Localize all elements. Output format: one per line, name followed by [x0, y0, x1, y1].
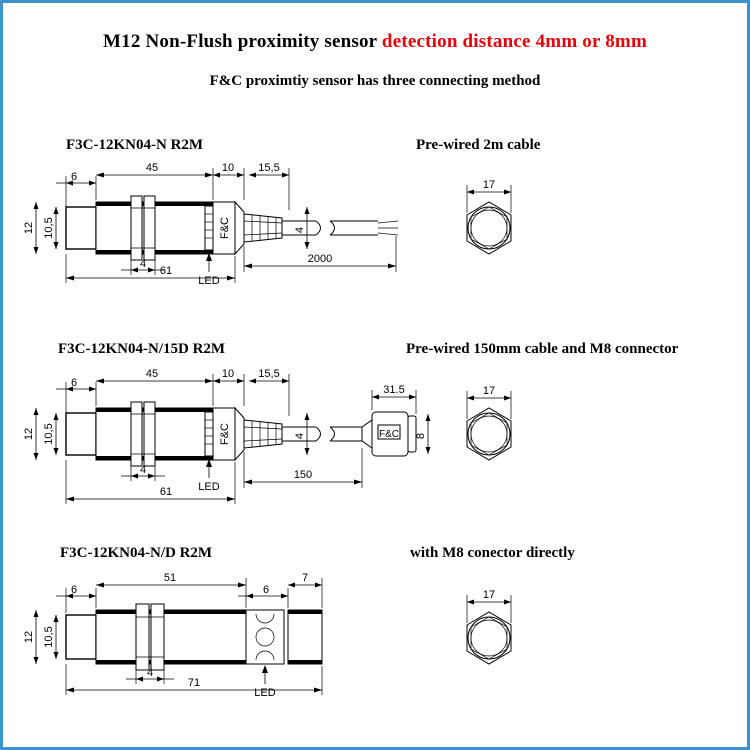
dim-hex-1: 17: [483, 179, 495, 191]
hex-nut-circle-outer-2: [467, 412, 511, 456]
dim-nut-width-3: 4: [147, 667, 153, 679]
sensing-head-3: [65, 614, 97, 660]
dim-connector-len: 31.5: [383, 384, 404, 396]
end-cap-3: [287, 609, 323, 665]
nut-2-3: [150, 603, 165, 671]
dim-body-len: 45: [146, 162, 158, 174]
hex-nut-circle-inner-1: [470, 209, 508, 247]
dim-tail-len: 10: [222, 162, 234, 174]
end-cap-hatch-bottom: [288, 660, 322, 664]
hex-nut-circle-inner-2: [470, 415, 508, 453]
dim-inner-dia-3: 10,5: [43, 626, 55, 647]
nut-2: [143, 195, 156, 261]
dim-head-len: 6: [71, 171, 77, 183]
nut-2-2: [143, 401, 156, 467]
brand-label-2: F&C: [219, 423, 231, 445]
dim-relief-len: 15,5: [258, 162, 279, 174]
connector-label-plate: [377, 424, 401, 440]
page-title-plain: M12 Non-Flush proximity sensor: [103, 31, 382, 52]
dim-outer-dia-2: 12: [23, 428, 35, 440]
cable-segment-2: [330, 220, 378, 236]
dim-outer-dia: 12: [23, 222, 35, 234]
section-1-caption: Pre-wired 2m cable: [416, 137, 541, 153]
dim-total-len-2: 61: [160, 486, 172, 498]
dim-body-len-3: 51: [164, 572, 176, 584]
strain-relief-ribs-2: [243, 419, 283, 449]
pin-arc-bottom: [255, 650, 275, 661]
connector-end-3: [245, 609, 285, 665]
page-title-highlight: detection distance 4mm or 8mm: [381, 31, 647, 52]
dim-cable-dia: 4: [294, 227, 306, 233]
page-subtitle: F&C proximtiy sensor has three connectin…: [209, 73, 541, 89]
strain-relief-ribs: [243, 213, 283, 243]
cable-segment-2a: [282, 426, 316, 442]
dim-relief-len-2: 15,5: [258, 368, 279, 380]
cable-break-right: [329, 220, 335, 236]
dim-cable-len: 2000: [308, 253, 332, 265]
brand-label: F&C: [219, 217, 231, 239]
pin-circle-center: [255, 627, 275, 647]
dim-inner-dia: 10,5: [43, 217, 55, 238]
dim-cable-dia-2: 4: [294, 433, 306, 439]
cable-segment-2b: [330, 426, 362, 442]
connector-nut: [407, 415, 417, 453]
nut-1-3: [135, 603, 150, 671]
dim-total-len: 61: [160, 265, 172, 277]
dim-inner-dia-2: 10,5: [43, 423, 55, 444]
section-3-model: F3C-12KN04-N/D R2M: [60, 545, 213, 561]
dim-gap-len-3: 6: [263, 584, 269, 596]
dim-hex-3: 17: [483, 589, 495, 601]
threaded-barrel-3: [95, 609, 247, 665]
end-cap-hatch-top: [288, 610, 322, 614]
hex-nut-outline-3: [466, 611, 512, 665]
dim-cable-len-2: 150: [294, 469, 312, 481]
led-callout-2: LED: [198, 481, 219, 493]
dim-head-len-3: 6: [71, 584, 77, 596]
dim-hex-2: 17: [483, 385, 495, 397]
dim-body-len-2: 45: [146, 368, 158, 380]
hex-nut-circle-outer-1: [467, 206, 511, 250]
hex-nut-outline-2: [466, 407, 512, 461]
hex-nut-circle-inner-3: [470, 619, 508, 657]
nut-1: [130, 195, 143, 261]
strain-relief-cone-2: [234, 406, 245, 462]
nut-1-2: [130, 401, 143, 467]
dim-head-len-2: 6: [71, 377, 77, 389]
dim-nut-width: 4: [140, 258, 146, 270]
cable-segment-1: [282, 220, 316, 236]
strain-relief-cone: [234, 200, 245, 256]
hex-nut-circle-outer-3: [467, 616, 511, 660]
dim-conn-len-3: 7: [302, 572, 308, 584]
cable-break-left: [315, 220, 321, 236]
dim-nut-width-2: 4: [140, 464, 146, 476]
page-title: M12 Non-Flush proximity sensor detection…: [0, 31, 750, 53]
dim-total-len-3: 71: [188, 677, 200, 689]
pin-arc-top: [255, 613, 275, 624]
section-2-model: F3C-12KN04-N/15D R2M: [58, 341, 226, 357]
led-callout-3: LED: [254, 687, 275, 699]
section-3-caption: with M8 conector directly: [410, 545, 575, 561]
section-1-model: F3C-12KN04-N R2M: [66, 137, 204, 153]
dim-tail-len-2: 10: [222, 368, 234, 380]
sensing-head-2: [65, 412, 97, 456]
section-2-caption: Pre-wired 150mm cable and M8 connector: [406, 341, 679, 357]
thread-hatch-top-3: [96, 610, 246, 614]
hex-nut-outline-1: [466, 201, 512, 255]
sensing-head: [65, 206, 97, 250]
thread-hatch-bottom-3: [96, 660, 246, 664]
dim-outer-dia-3: 12: [23, 631, 35, 643]
connector-brand-label: F&C: [379, 429, 399, 440]
dim-connector-dia: 8: [415, 433, 427, 439]
